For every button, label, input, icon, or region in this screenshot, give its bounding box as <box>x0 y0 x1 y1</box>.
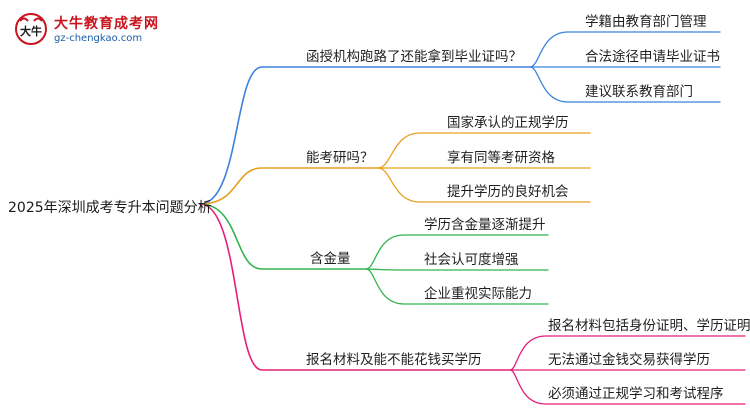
leaf-label: 无法通过金钱交易获得学历 <box>548 352 710 368</box>
branch-label: 报名材料及能不能花钱买学历 <box>306 352 482 368</box>
root-topic: 2025年深圳成考专升本问题分析 <box>8 200 212 216</box>
branch-label: 含金量 <box>310 251 351 267</box>
leaf-connector <box>529 66 721 103</box>
branch-connector <box>199 203 367 270</box>
leaf-connector <box>365 268 549 305</box>
leaf-connector <box>377 132 591 169</box>
branch-connector <box>199 167 379 205</box>
branch-connector <box>199 203 511 371</box>
leaf-label: 企业重视实际能力 <box>424 286 532 302</box>
site-url: gz-chengkao.com <box>54 33 143 44</box>
leaf-label: 报名材料包括身份证明、学历证明 <box>548 318 750 334</box>
branch-label: 函授机构跑路了还能拿到毕业证吗？ <box>306 49 522 65</box>
watermark-logo: 大牛 大牛教育成考网 gz-chengkao.com <box>14 12 164 48</box>
leaf-label: 享有同等考研资格 <box>447 150 555 166</box>
branch-connector <box>199 66 531 205</box>
leaf-connector <box>509 369 746 405</box>
leaf-label: 国家承认的正规学历 <box>447 115 569 131</box>
site-name: 大牛教育成考网 <box>54 16 159 32</box>
leaf-label: 社会认可度增强 <box>424 252 519 268</box>
branch-label: 能考研吗？ <box>306 150 374 166</box>
bull-logo-icon: 大牛 <box>15 13 47 45</box>
leaf-connector <box>377 167 591 203</box>
leaf-label: 学籍由教育部门管理 <box>585 14 707 30</box>
leaf-connector <box>365 268 549 271</box>
leaf-label: 学历含金量逐渐提升 <box>424 217 546 233</box>
leaf-label: 提升学历的良好机会 <box>447 184 569 200</box>
leaf-connector <box>365 234 549 270</box>
leaf-label: 建议联系教育部门 <box>585 84 693 100</box>
leaf-connector <box>529 31 721 68</box>
leaf-label: 合法途径申请毕业证书 <box>585 49 720 65</box>
leaf-label: 必须通过正规学习和考试程序 <box>548 386 724 402</box>
logo-text: 大牛 <box>20 24 42 38</box>
leaf-connector <box>509 335 746 371</box>
